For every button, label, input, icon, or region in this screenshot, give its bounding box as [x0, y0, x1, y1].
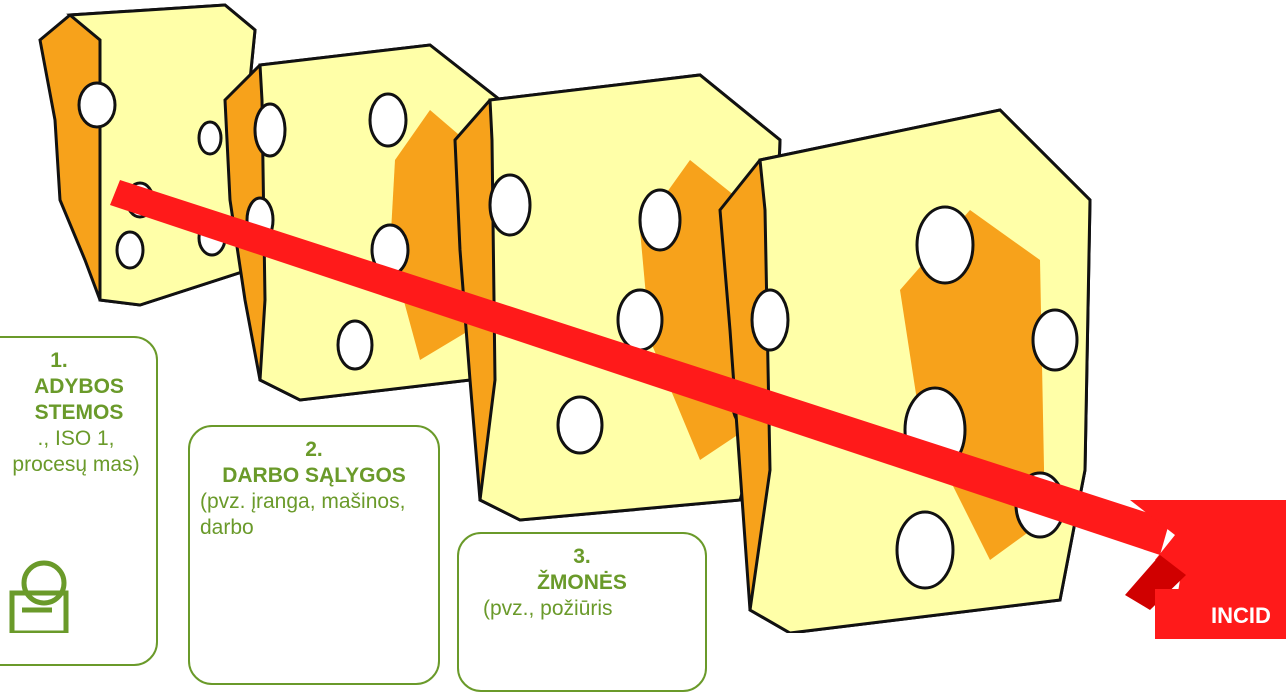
layer-heading: DARBO SĄLYGOS: [190, 463, 438, 489]
layer-description: ., ISO 1, procesų mas): [0, 426, 156, 478]
layer-heading: ŽMONĖS: [459, 570, 705, 596]
document-icon: [2, 555, 72, 633]
layer-box-work-conditions: 2. DARBO SĄLYGOS (pvz. įranga, mašinos, …: [188, 425, 440, 685]
layer-number: 1.: [0, 348, 156, 374]
layer-description: (pvz., požiūris: [459, 596, 705, 622]
cheese-slice-1: [40, 5, 255, 305]
layer-box-people: 3. ŽMONĖS (pvz., požiūris: [457, 532, 707, 692]
layer-number: 3.: [459, 544, 705, 570]
layer-heading: ADYBOS STEMOS: [0, 374, 156, 426]
layer-description: (pvz. įranga, mašinos, darbo: [190, 489, 438, 541]
layer-number: 2.: [190, 437, 438, 463]
cheese-slice-4: [720, 110, 1090, 633]
incident-label: INCID: [1155, 589, 1286, 639]
